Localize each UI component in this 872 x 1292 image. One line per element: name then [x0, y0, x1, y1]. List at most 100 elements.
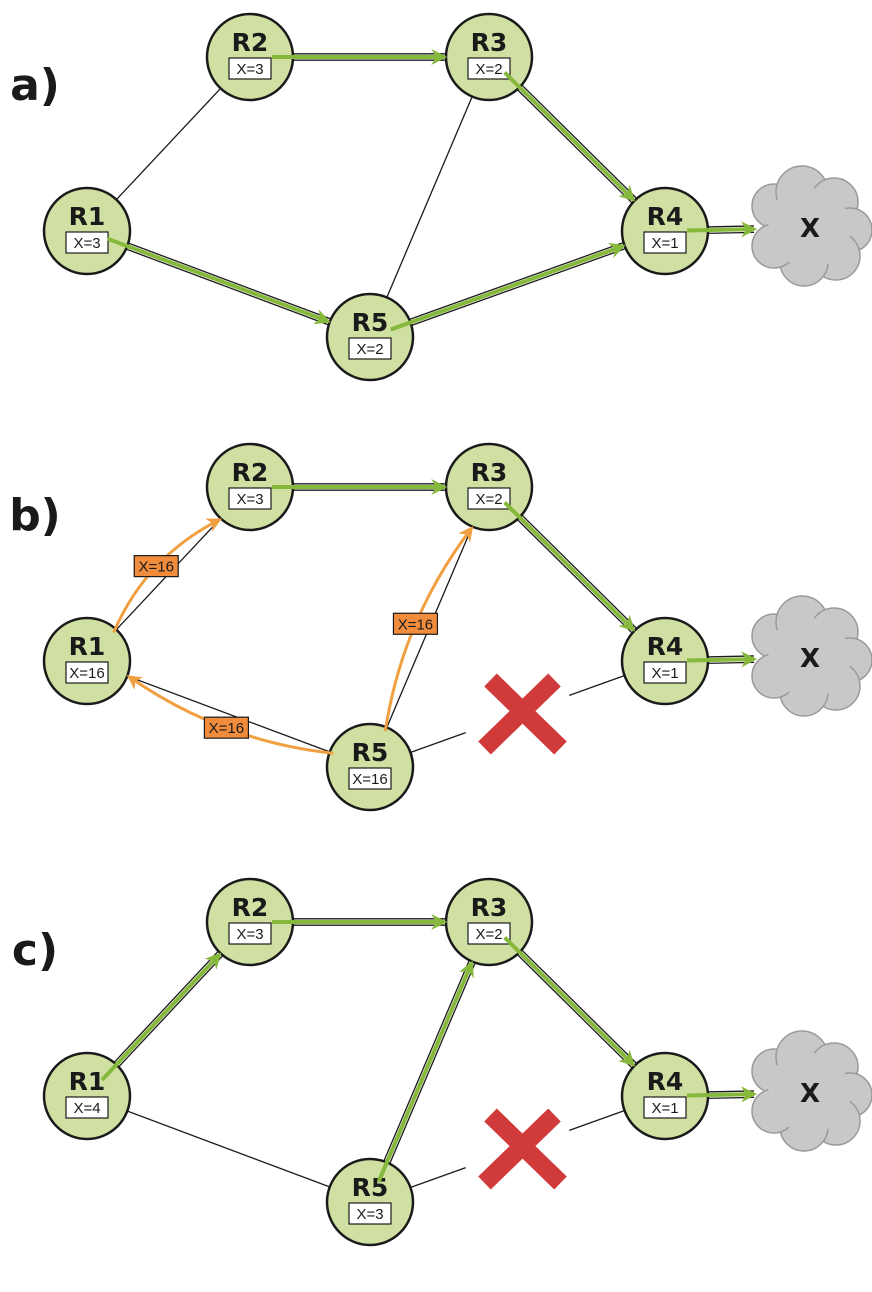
router-name: R1 — [69, 1067, 106, 1096]
link-r3-r4 — [515, 83, 639, 205]
update-label: X=16 — [139, 559, 174, 576]
router-r2: R2X=3 — [205, 877, 295, 967]
link-r3-r4 — [515, 948, 639, 1070]
router-circle — [325, 292, 415, 382]
router-name: R2 — [232, 28, 269, 57]
router-r5: R5X=16 — [325, 722, 415, 812]
destination-cloud-icon: X — [751, 165, 872, 287]
panel-label: b) — [9, 490, 61, 541]
link-r2-r3 — [291, 918, 448, 926]
update-label-box — [203, 716, 249, 739]
router-distance-value: X=2 — [356, 341, 383, 358]
router-r2: R2X=3 — [205, 12, 295, 102]
route-arrow-r1-r2 — [100, 952, 222, 1082]
link-r1-r5 — [125, 674, 332, 754]
router-distance-value: X=3 — [236, 491, 263, 508]
router-r5: R5X=2 — [325, 292, 415, 382]
router-distance-value: X=2 — [475, 926, 502, 943]
router-value-box — [643, 231, 687, 254]
router-value-box — [348, 1202, 392, 1225]
router-r1: R1X=3 — [42, 186, 132, 276]
router-value-box — [348, 337, 392, 360]
router-name: R4 — [647, 632, 684, 661]
router-circle — [42, 616, 132, 706]
router-distance-value: X=4 — [73, 1100, 100, 1117]
link-r3-r4 — [515, 513, 639, 635]
router-distance-value: X=1 — [651, 665, 678, 682]
link-r5-r4-failed — [408, 1109, 627, 1189]
router-value-box — [65, 1096, 109, 1119]
router-distance-value: X=3 — [356, 1206, 383, 1223]
router-distance-value: X=2 — [475, 491, 502, 508]
update-label-box — [133, 555, 179, 578]
router-distance-value: X=3 — [73, 235, 100, 252]
link-r1-r2 — [114, 86, 223, 202]
route-arrow-r1-r5 — [106, 236, 331, 325]
router-value-box — [467, 487, 511, 510]
router-name: R5 — [352, 738, 389, 767]
router-distance-value: X=16 — [69, 665, 104, 682]
link-r1-r5 — [124, 241, 333, 327]
router-name: R3 — [471, 458, 508, 487]
router-distance-value: X=3 — [236, 926, 263, 943]
router-value-box — [65, 231, 109, 254]
update-arrow-r5-r3: X=16 — [383, 526, 474, 732]
router-name: R3 — [471, 893, 508, 922]
router-distance-value: X=1 — [651, 1100, 678, 1117]
router-value-box — [643, 1096, 687, 1119]
update-label: X=16 — [209, 720, 244, 737]
destination-cloud-icon: X — [751, 1030, 872, 1152]
router-name: R5 — [352, 308, 389, 337]
route-arrow-r3-r4 — [503, 71, 636, 202]
router-name: R2 — [232, 893, 269, 922]
router-distance-value: X=16 — [352, 771, 387, 788]
router-circle — [325, 722, 415, 812]
router-name: R4 — [647, 202, 684, 231]
route-arrow-r4-x — [686, 1086, 758, 1103]
router-circle — [325, 1157, 415, 1247]
link-r1-r5 — [125, 1109, 332, 1189]
link-r5-r4-failed — [408, 674, 627, 754]
router-value-box — [467, 922, 511, 945]
router-r1: R1X=16 — [42, 616, 132, 706]
router-value-box — [228, 922, 272, 945]
link-r1-r2 — [112, 949, 225, 1069]
router-distance-value: X=2 — [475, 61, 502, 78]
route-arrow-r4-x — [686, 221, 758, 238]
destination-label: X — [800, 1079, 820, 1109]
router-value-box — [348, 767, 392, 790]
route-arrow-r5-r3 — [376, 960, 474, 1183]
link-r2-r3 — [291, 483, 448, 491]
router-r4: R4X=1 — [620, 186, 710, 276]
destination-cloud-icon: X — [751, 595, 872, 717]
link-r2-r3 — [291, 53, 448, 61]
route-arrow-r5-r4 — [390, 243, 626, 332]
router-name: R2 — [232, 458, 269, 487]
router-r5: R5X=3 — [325, 1157, 415, 1247]
update-label: X=16 — [398, 616, 433, 633]
router-name: R4 — [647, 1067, 684, 1096]
update-label-box — [392, 612, 439, 635]
router-value-box — [467, 57, 511, 80]
destination-label: X — [800, 644, 820, 674]
router-r4: R4X=1 — [620, 616, 710, 706]
router-value-box — [65, 661, 109, 684]
router-value-box — [643, 661, 687, 684]
panel-label: c) — [12, 925, 58, 976]
link-r3-r5 — [385, 94, 474, 300]
router-name: R1 — [69, 202, 106, 231]
route-arrow-r3-r4 — [503, 936, 636, 1067]
link-r5-r4 — [407, 241, 628, 327]
router-value-box — [228, 487, 272, 510]
panel-b: b)XR1X=16R2X=3R3X=2R4X=1R5X=16X=16X=16X=… — [9, 442, 872, 812]
router-distance-value: X=3 — [236, 61, 263, 78]
router-circle — [42, 186, 132, 276]
link-r3-r5 — [382, 958, 477, 1166]
router-name: R5 — [352, 1173, 389, 1202]
red-x-link-failure-icon — [478, 673, 567, 755]
router-distance-value: X=1 — [651, 235, 678, 252]
route-arrow-r3-r4 — [503, 501, 636, 632]
